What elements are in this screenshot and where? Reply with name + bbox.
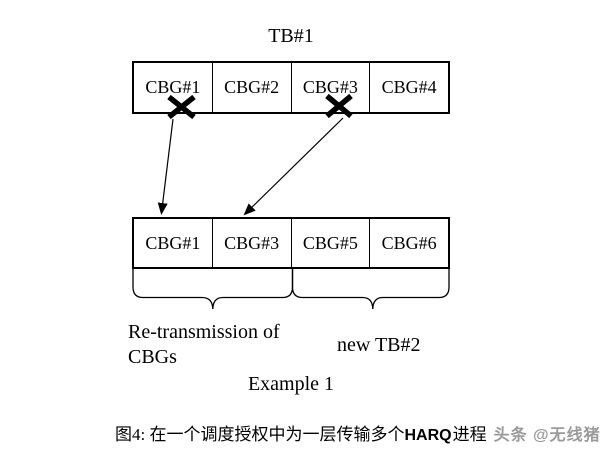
figure-caption: 图4: 在一个调度授权中为一层传输多个HARQ进程头条 @无线猪: [115, 424, 601, 447]
tb1-cell-cbg1: CBG#1: [134, 63, 213, 112]
retransmission-label-line2: CBGs: [128, 346, 177, 368]
new-tb2-label: new TB#2: [337, 334, 421, 356]
caption-suffix: 进程: [452, 425, 487, 444]
tb1-cbg-row: CBG#1 CBG#2 CBG#3 CBG#4: [132, 61, 450, 114]
caption-harq: HARQ: [404, 427, 452, 444]
retx-cell-cbg1: CBG#1: [134, 219, 213, 267]
example-label: Example 1: [247, 373, 335, 395]
tb1-title: TB#1: [268, 25, 314, 47]
retx-cell-cbg3: CBG#3: [213, 219, 292, 267]
tb1-cell-cbg3: CBG#3: [292, 63, 371, 112]
retx-cbg-row: CBG#1 CBG#3 CBG#5 CBG#6: [132, 217, 450, 269]
watermark-text: 头条 @无线猪: [493, 427, 601, 444]
retx-cell-cbg5: CBG#5: [292, 219, 371, 267]
arrow-cbg1-retx: [157, 118, 174, 215]
tb1-cell-cbg2: CBG#2: [213, 63, 292, 112]
tb1-cell-cbg4: CBG#4: [381, 77, 437, 97]
brace-new-tb2: [291, 269, 450, 310]
retx-cell-cbg6: CBG#6: [381, 232, 437, 253]
caption-text: 图4: 在一个调度授权中为一层传输多个: [115, 425, 405, 444]
brace-retransmission: [132, 269, 294, 310]
retransmission-label: Re-transmission of CBGs: [128, 320, 280, 370]
retransmission-label-line1: Re-transmission of: [128, 321, 280, 343]
arrow-cbg3-retx: [243, 117, 344, 216]
